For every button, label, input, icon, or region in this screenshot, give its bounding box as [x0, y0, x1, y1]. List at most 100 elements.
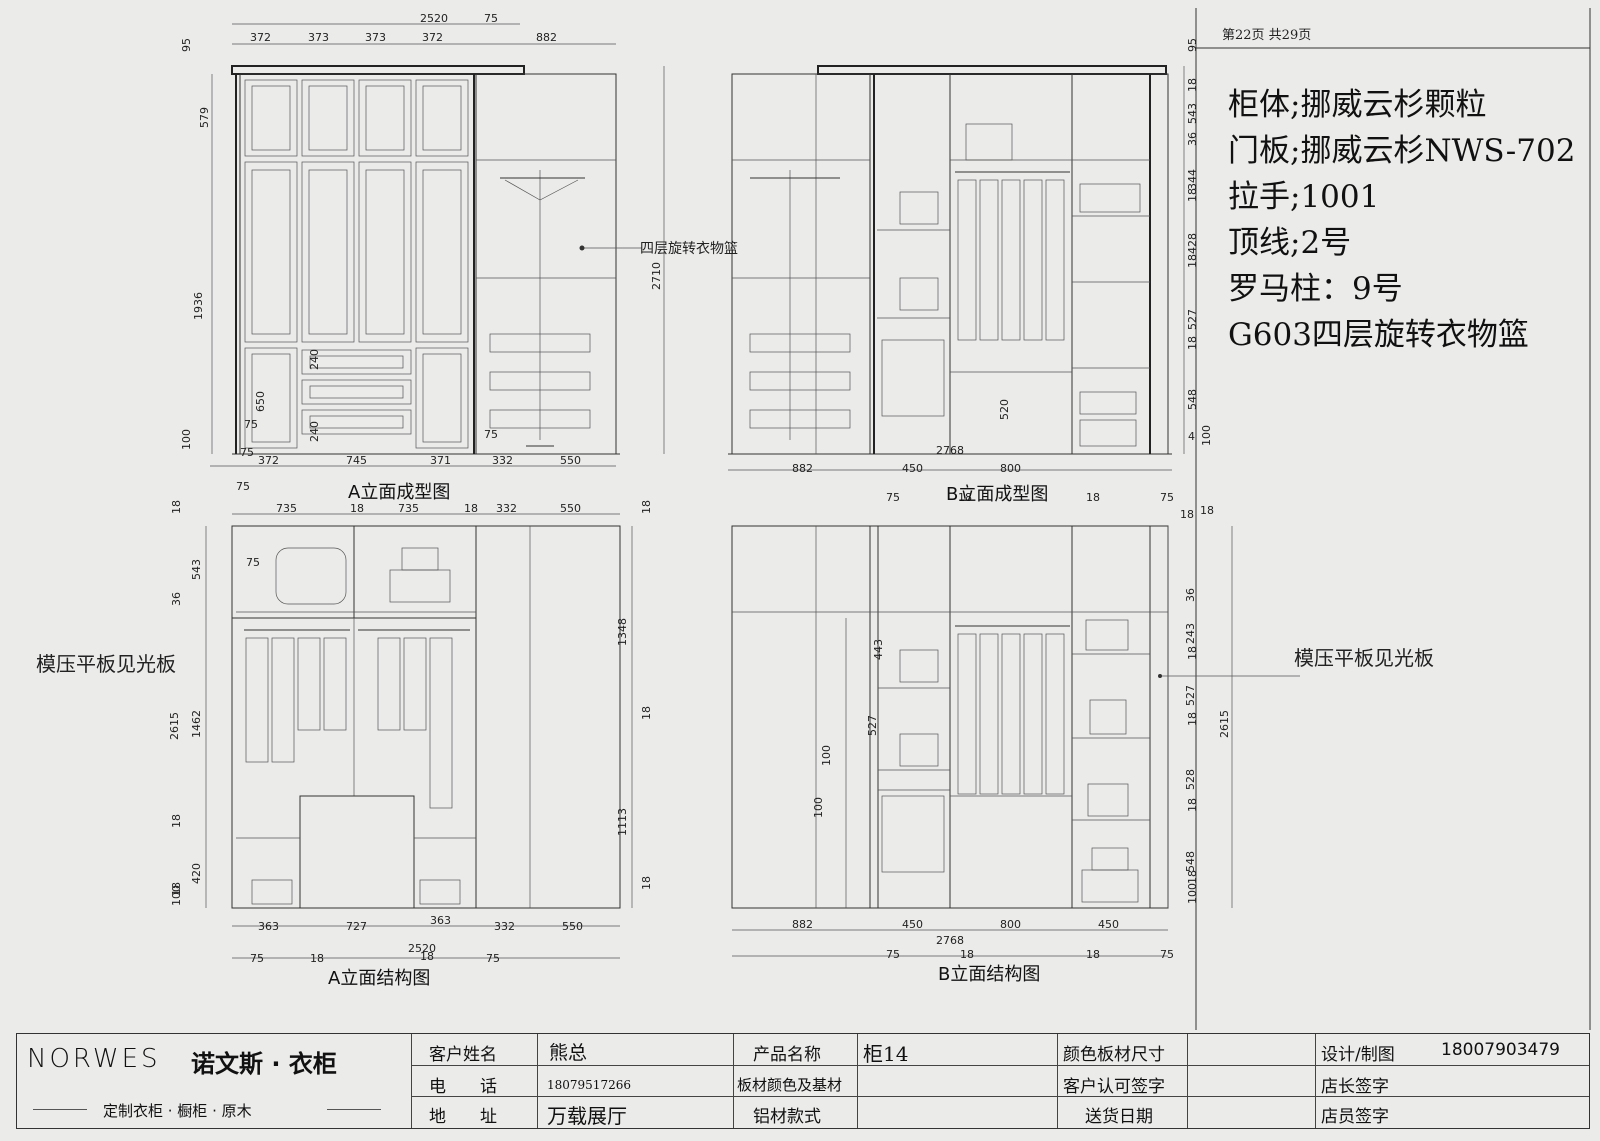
board-color-label: 板材颜色及基材 — [737, 1076, 843, 1094]
dim-bs-right-9: 100 — [1186, 883, 1199, 904]
view-title-a-form: A立面成型图 — [348, 482, 450, 503]
view-title-b-form: B立面成型图 — [946, 484, 1048, 505]
dim-as-top-8: 18 — [640, 500, 653, 514]
dim-b-bottom-4: 75 — [886, 491, 900, 504]
dim-a-bottom-1: 75 — [240, 446, 254, 459]
dim-b-right-1: 95 — [1186, 38, 1199, 52]
dim-b-total: 2768 — [936, 444, 964, 457]
dim-a-top-75: 75 — [484, 12, 498, 25]
dim-as-left-7: 18 — [170, 814, 183, 828]
dim-bs-right-6: 18 — [1186, 798, 1199, 812]
callout-panel-left: 模压平板见光板 — [36, 652, 176, 676]
dim-bs-right-10: 2615 — [1218, 710, 1231, 738]
phone-label: 电 话 — [429, 1077, 497, 1097]
dim-bs-bottom-6: 75 — [886, 948, 900, 961]
dim-a-inner-3: 240 — [308, 421, 321, 442]
dim-b-right-12: 4 — [1188, 430, 1195, 443]
dim-as-right-3: 1113 — [616, 808, 629, 836]
dim-bs-right-5: 528 — [1184, 769, 1197, 790]
view-title-b-structure: B立面结构图 — [938, 964, 1040, 985]
delivery-date-label: 送货日期 — [1085, 1107, 1153, 1127]
dim-bs-right-8: 18 — [1186, 870, 1199, 884]
dim-bs-left-4: 100 — [812, 797, 825, 818]
dim-b-bottom-1: 882 — [792, 462, 813, 475]
dim-as-top-6: 332 — [496, 502, 517, 515]
dim-as-top-4: 735 — [398, 502, 419, 515]
dim-a-height: 2710 — [650, 262, 663, 290]
designer-phone: 18007903479 — [1441, 1040, 1560, 1060]
view-title-a-structure: A立面结构图 — [328, 968, 430, 989]
spec-rotating-basket: G603四层旋转衣物篮 — [1228, 317, 1529, 353]
dim-as-left-3: 36 — [170, 592, 183, 606]
a-form-dimensions: 2520 75 372 373 373 372 882 95 579 1936 … — [180, 12, 663, 467]
dim-as-top-7: 550 — [560, 502, 581, 515]
a-form-elevation — [210, 23, 665, 467]
dim-as-left-4: 75 — [246, 556, 260, 569]
dim-as-left-8: 420 — [190, 863, 203, 884]
dim-bs-right-2: 18 — [1186, 646, 1199, 660]
dim-as-right-1: 1348 — [616, 618, 629, 646]
dim-as-top-3: 18 — [350, 502, 364, 515]
dim-as-right-4: 18 — [640, 876, 653, 890]
b-structure-elevation — [731, 525, 1300, 957]
dim-a-seg-1: 372 — [250, 31, 271, 44]
spec-roman-column: 罗马柱：9号 — [1228, 271, 1403, 307]
dim-b-inner: 520 — [998, 399, 1011, 420]
dim-as-left-9: 18 — [170, 882, 183, 896]
dim-as-left-2: 543 — [190, 559, 203, 580]
dim-bs-bottom-5: 2768 — [936, 934, 964, 947]
dim-as-top-5: 18 — [464, 502, 478, 515]
dim-a-seg-2: 373 — [308, 31, 329, 44]
dim-bs-right-4: 18 — [1186, 712, 1199, 726]
dim-as-bottom-6: 2520 — [408, 942, 436, 955]
brand-name-en: NORWES — [27, 1044, 161, 1074]
dim-as-left-1: 18 — [170, 500, 183, 514]
spec-top-molding: 顶线;2号 — [1228, 225, 1352, 261]
dim-a-seg-4: 372 — [422, 31, 443, 44]
dim-a-inner-5: 75 — [484, 428, 498, 441]
dim-b-right-3: 543 — [1186, 103, 1199, 124]
dim-a-left-1: 95 — [180, 38, 193, 52]
dim-bs-right-1: 243 — [1184, 623, 1197, 644]
dim-b-right-4: 36 — [1186, 132, 1199, 146]
dim-as-bottom-10: 75 — [486, 952, 500, 965]
dim-bs-bottom-1: 882 — [792, 918, 813, 931]
dim-a-bottom-2: 372 — [258, 454, 279, 467]
customer-name-value: 熊总 — [549, 1042, 588, 1064]
dim-b-right-9: 527 — [1186, 309, 1199, 330]
dim-a-bottom-3: 745 — [346, 454, 367, 467]
dim-as-left-5: 2615 — [168, 712, 181, 740]
customer-approval-label: 客户认可签字 — [1063, 1077, 1165, 1097]
dim-b-right-10: 18 — [1186, 336, 1199, 350]
material-spec-list: 柜体;挪威云杉颗粒 门板;挪威云杉NWS-702 拉手;1001 顶线;2号 罗… — [1228, 82, 1575, 358]
dim-as-bottom-9: 18 — [420, 950, 434, 963]
dim-as-bottom-3: 363 — [430, 914, 451, 927]
dim-a-bottom-6: 550 — [560, 454, 581, 467]
designer-label: 设计/制图 — [1321, 1045, 1395, 1065]
b-form-elevation — [728, 65, 1185, 471]
dim-bs-top-2: 36 — [1184, 588, 1197, 602]
dim-as-bottom-4: 332 — [494, 920, 515, 933]
b-structure-dimensions: 18 36 18 443 527 100 100 243 18 527 18 5… — [792, 504, 1231, 961]
dim-as-bottom-7: 75 — [250, 952, 264, 965]
dim-a-bottom-4: 371 — [430, 454, 451, 467]
dim-a-seg-3: 373 — [365, 31, 386, 44]
address-label: 地 址 — [429, 1107, 497, 1127]
phone-value: 18079517266 — [547, 1078, 631, 1092]
dim-bs-bottom-9: 75 — [1160, 948, 1174, 961]
product-name-label: 产品名称 — [753, 1045, 821, 1065]
dim-as-bottom-5: 550 — [562, 920, 583, 933]
dim-bs-bottom-4: 450 — [1098, 918, 1119, 931]
dim-bs-left-1: 443 — [872, 639, 885, 660]
b-form-dimensions: 95 18 543 36 344 18 428 18 527 18 548 4 … — [792, 38, 1213, 504]
dim-bs-right-7: 548 — [1184, 851, 1197, 872]
a-structure-elevation — [205, 513, 633, 959]
staff-signature-label: 店员签字 — [1321, 1107, 1389, 1127]
dim-bs-top-1: 18 — [1180, 508, 1194, 521]
dim-bs-bottom-2: 450 — [902, 918, 923, 931]
dim-as-bottom-1: 363 — [258, 920, 279, 933]
page-number: 第22页 共29页 — [1222, 28, 1312, 43]
a-structure-dimensions: 75 735 18 735 18 332 550 18 18 543 36 75… — [168, 480, 653, 965]
